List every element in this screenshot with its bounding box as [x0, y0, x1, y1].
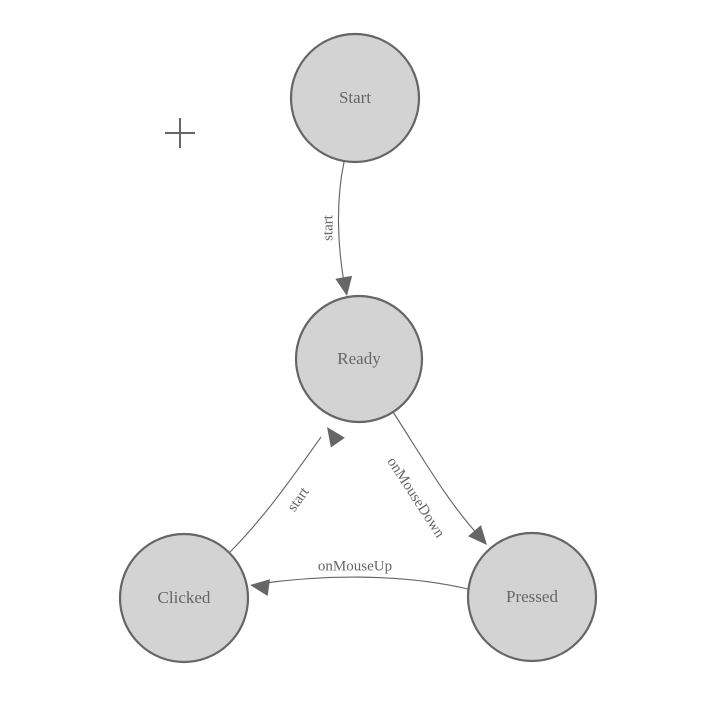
edge-start-to-ready[interactable]	[335, 161, 355, 297]
node-pressed[interactable]: Pressed	[466, 531, 598, 663]
arrow-head-icon	[335, 275, 353, 296]
edge-line[interactable]	[392, 411, 482, 539]
node-label-pressed: Pressed	[506, 587, 558, 606]
arrow-head-icon	[250, 579, 270, 597]
edge-label-pressed-to-clicked: onMouseUp	[318, 558, 392, 574]
arrow-head-icon	[327, 427, 345, 448]
edge-label-start-to-ready: start	[320, 214, 336, 241]
edge-line[interactable]	[228, 436, 322, 554]
edge-line[interactable]	[257, 576, 469, 590]
edge-ready-to-pressed[interactable]	[392, 411, 493, 551]
node-circle-ready[interactable]	[294, 294, 424, 424]
node-circle-pressed[interactable]	[466, 531, 598, 663]
edge-pressed-to-clicked[interactable]	[249, 576, 469, 597]
node-start[interactable]: Start	[289, 32, 421, 164]
node-circle-clicked[interactable]	[118, 532, 250, 664]
node-circle-start[interactable]	[289, 32, 421, 164]
arrow-head-icon	[468, 525, 487, 545]
edges-layer	[228, 161, 493, 597]
node-label-clicked: Clicked	[158, 588, 211, 607]
node-clicked[interactable]: Clicked	[118, 532, 250, 664]
node-label-start: Start	[339, 88, 371, 107]
edge-line[interactable]	[337, 161, 346, 289]
crosshair-icon	[165, 118, 195, 148]
edge-clicked-to-ready[interactable]	[228, 422, 345, 554]
edge-label-ready-to-pressed: onMouseDown	[384, 455, 448, 542]
node-ready[interactable]: Ready	[294, 294, 424, 424]
edge-label-clicked-to-ready: start	[285, 484, 313, 515]
node-label-ready: Ready	[337, 349, 381, 368]
